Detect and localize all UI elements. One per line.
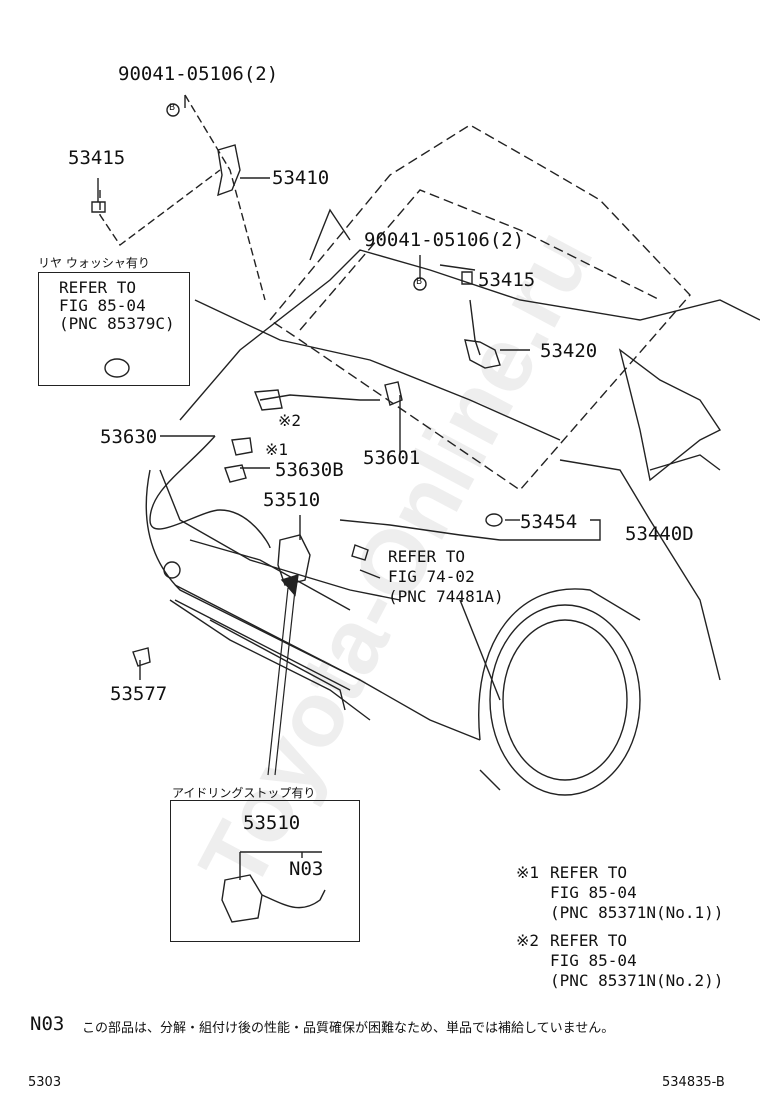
- hood-outline: [268, 124, 691, 491]
- label-53440d: 53440D: [625, 523, 694, 545]
- fig74-ref-line1: REFER TO: [388, 547, 466, 566]
- label-bolt-top: 90041-05106(2): [118, 63, 279, 85]
- label-53577: 53577: [110, 683, 168, 705]
- label-53510: 53510: [263, 489, 321, 511]
- footer-note: この部品は、分解・組付け後の性能・品質確保が困難なため、単品では補給していません…: [82, 1021, 615, 1036]
- release-cable: [149, 435, 271, 549]
- label-53601: 53601: [363, 447, 421, 469]
- inset-sub-label: N03: [289, 858, 324, 880]
- label-mark2: ※2: [278, 411, 302, 430]
- note1-line2: FIG 85-04: [550, 883, 637, 902]
- fig74-ref-line2: FIG 74-02: [388, 567, 475, 586]
- body-outline: [179, 249, 760, 421]
- washer-part: [104, 358, 130, 378]
- bolt-b-top: [166, 103, 180, 117]
- grommet-53454: [485, 513, 503, 527]
- circle-b-top-label: B: [169, 103, 176, 113]
- page-number-left: 5303: [28, 1075, 62, 1090]
- bolt-53577: [132, 647, 151, 667]
- label-53410: 53410: [272, 167, 330, 189]
- circle-b-mid-label: B: [416, 277, 423, 287]
- hinge-53410: [217, 144, 241, 197]
- clip-1: [231, 437, 253, 456]
- inset-latch: [221, 874, 263, 923]
- note1-mark: ※1: [516, 863, 540, 882]
- label-53415-left: 53415: [68, 147, 126, 169]
- rear-washer-ref-box: REFER TO FIG 85-04 (PNC 85379C): [38, 272, 190, 386]
- label-53630: 53630: [100, 426, 158, 448]
- footer-code: N03: [30, 1013, 65, 1035]
- rear-washer-ref-line2: FIG 85-04: [59, 296, 146, 315]
- bolt-53415-left: [91, 178, 106, 213]
- front-wheel: [489, 604, 641, 796]
- note2-line3: (PNC 85371N(No.2)): [550, 971, 724, 990]
- inset-pointer: [274, 589, 296, 776]
- inset-title: アイドリングストップ有り: [172, 786, 316, 800]
- note1-line1: REFER TO: [550, 863, 628, 882]
- page-number-right: 534835-B: [662, 1075, 725, 1090]
- label-53415-right: 53415: [478, 269, 536, 291]
- label-53420: 53420: [540, 340, 598, 362]
- inset-part-label: 53510: [243, 812, 301, 834]
- note2-line2: FIG 85-04: [550, 951, 637, 970]
- note1-line3: (PNC 85371N(No.1)): [550, 903, 724, 922]
- label-bolt-mid: 90041-05106(2): [364, 229, 525, 251]
- inset-harness: [261, 889, 326, 909]
- clip-2: [254, 389, 283, 411]
- note2-line1: REFER TO: [550, 931, 628, 950]
- rear-washer-ref-line1: REFER TO: [59, 278, 137, 297]
- label-mark1: ※1: [265, 440, 289, 459]
- support-53601: [384, 381, 403, 406]
- idle-stop-inset-box: 53510 N03: [170, 800, 360, 942]
- bolt-b-mid: [413, 277, 427, 291]
- clip-53630b: [224, 464, 247, 483]
- rear-washer-title: リヤ ウォッシャ有り: [38, 256, 150, 270]
- label-53630b: 53630B: [275, 459, 344, 481]
- rear-washer-ref-line3: (PNC 85379C): [59, 314, 175, 333]
- label-53454: 53454: [520, 511, 578, 533]
- hinge-53420: [464, 339, 501, 369]
- note2-mark: ※2: [516, 931, 540, 950]
- fig74-ref-line3: (PNC 74481A): [388, 587, 504, 606]
- bumper-outline: [145, 469, 481, 741]
- latch-53510: [277, 534, 311, 586]
- bolt-53415-right: [461, 271, 473, 285]
